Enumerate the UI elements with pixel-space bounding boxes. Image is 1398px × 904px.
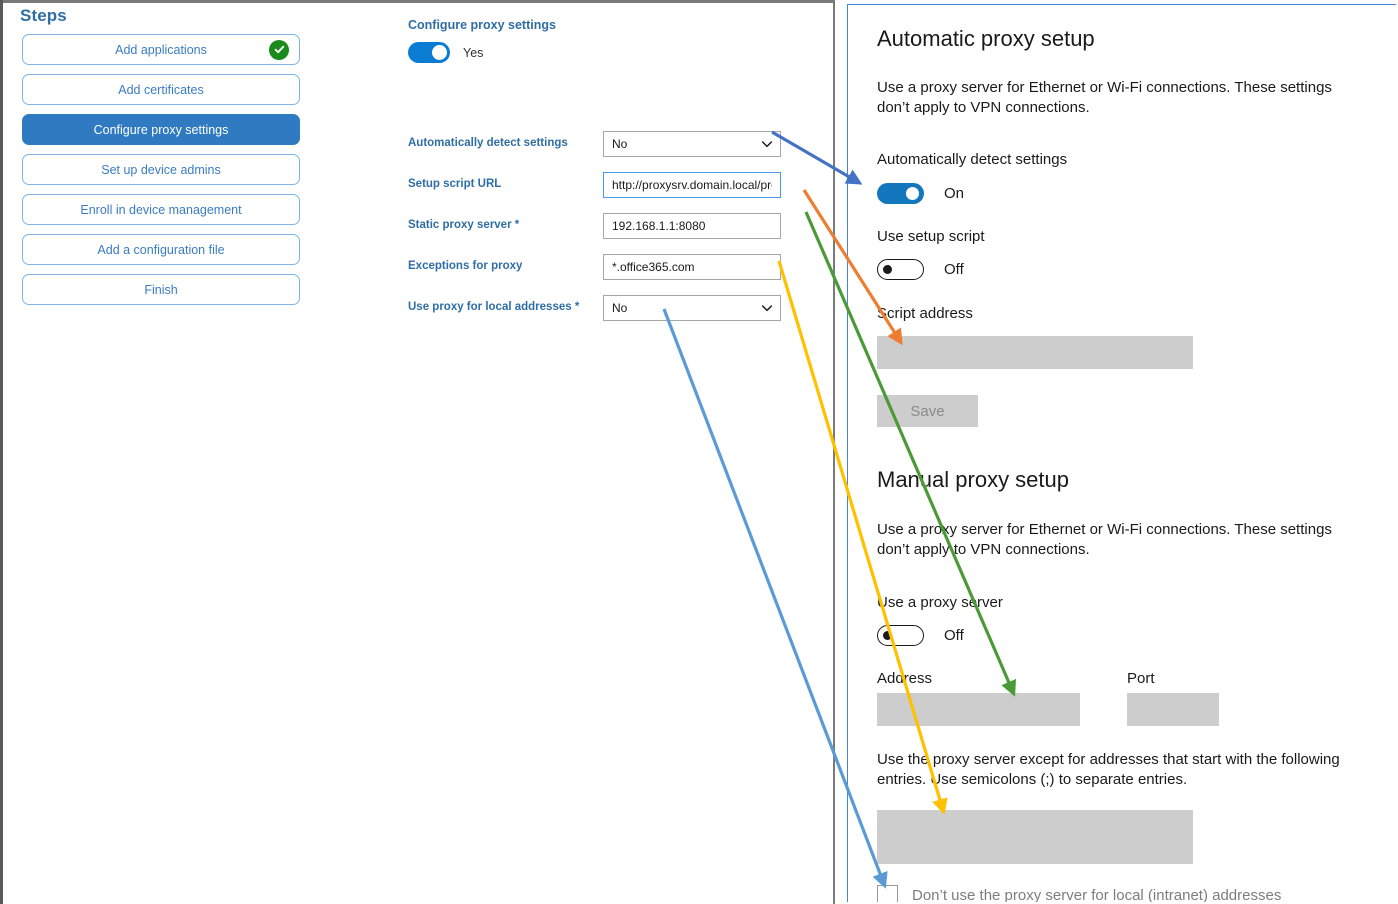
automatically-detect-settings-toggle-row: On — [877, 183, 964, 204]
address-label: Address — [877, 670, 933, 687]
script-address-input[interactable] — [877, 336, 1193, 369]
toggle-knob — [883, 265, 892, 274]
windows-proxy-settings-panel: Automatic proxy setup Use a proxy server… — [847, 4, 1396, 902]
select-value: No — [612, 301, 628, 315]
proxy-form-panel: Configure proxy settings Yes Automatical… — [408, 18, 818, 321]
field-label: Static proxy server * — [408, 219, 520, 232]
configure-proxy-toggle-row: Yes — [408, 42, 818, 63]
automatic-proxy-setup-heading: Automatic proxy setup — [877, 26, 1095, 51]
configure-proxy-toggle-label: Yes — [463, 45, 484, 60]
use-setup-script-label: Use setup script — [877, 228, 985, 245]
field-label: Use proxy for local addresses * — [408, 301, 580, 314]
use-a-proxy-server-label: Use a proxy server — [877, 594, 1003, 611]
port-input[interactable] — [1127, 693, 1219, 726]
steps-title: Steps — [20, 6, 67, 25]
exceptions-for-proxy-input[interactable]: *.office365.com — [603, 254, 781, 280]
form-heading: Configure proxy settings — [408, 18, 556, 32]
select-value: No — [612, 137, 628, 151]
sidebar-item-label: Enroll in device management — [80, 202, 242, 217]
checkbox-icon[interactable] — [877, 885, 898, 902]
manual-proxy-setup-description: Use a proxy server for Ethernet or Wi-Fi… — [877, 521, 1332, 559]
sidebar-item-finish[interactable]: Finish — [22, 274, 300, 305]
configure-proxy-toggle[interactable] — [408, 42, 450, 63]
use-a-proxy-server-state: Off — [944, 627, 964, 644]
input-value: http://proxysrv.domain.local/proxy.pa — [612, 178, 772, 192]
sidebar-item-add-certificates[interactable]: Add certificates — [22, 74, 300, 105]
sidebar-item-configure-proxy-settings[interactable]: Configure proxy settings — [22, 114, 300, 145]
field-label: Exceptions for proxy — [408, 260, 523, 273]
field-exceptions-for-proxy: Exceptions for proxy *.office365.com — [408, 254, 818, 280]
automatically-detect-settings-select[interactable]: No — [603, 131, 781, 157]
chevron-down-icon — [761, 138, 773, 150]
static-proxy-server-input[interactable]: 192.168.1.1:8080 — [603, 213, 781, 239]
automatic-proxy-setup-description: Use a proxy server for Ethernet or Wi-Fi… — [877, 79, 1332, 117]
required-asterisk: * — [571, 301, 580, 314]
toggle-knob — [883, 631, 892, 640]
field-label: Setup script URL — [408, 178, 502, 191]
use-a-proxy-server-toggle[interactable] — [877, 625, 924, 646]
required-asterisk: * — [511, 219, 520, 232]
use-setup-script-state: Off — [944, 261, 964, 278]
bypass-local-addresses-row: Don’t use the proxy server for local (in… — [877, 885, 1281, 902]
automatically-detect-settings-toggle[interactable] — [877, 183, 924, 204]
use-proxy-for-local-addresses-select[interactable]: No — [603, 295, 781, 321]
save-button[interactable]: Save — [877, 395, 978, 427]
toggle-knob — [906, 187, 919, 200]
exceptions-input[interactable] — [877, 810, 1193, 864]
address-input[interactable] — [877, 693, 1080, 726]
setup-script-url-input[interactable]: http://proxysrv.domain.local/proxy.pa — [603, 172, 781, 198]
steps-panel: Steps Add applications Add certificates … — [12, 6, 317, 314]
bypass-local-addresses-label: Don’t use the proxy server for local (in… — [912, 887, 1282, 902]
field-static-proxy-server: Static proxy server * 192.168.1.1:8080 — [408, 213, 818, 239]
use-setup-script-toggle[interactable] — [877, 259, 924, 280]
sidebar-item-label: Add certificates — [118, 82, 204, 97]
port-label: Port — [1127, 670, 1155, 687]
sidebar-item-label: Add applications — [115, 42, 207, 57]
sidebar-item-label: Add a configuration file — [97, 242, 225, 257]
sidebar-item-add-applications[interactable]: Add applications — [22, 34, 300, 65]
sidebar-item-label: Configure proxy settings — [93, 122, 229, 137]
script-address-label: Script address — [877, 305, 973, 322]
chevron-down-icon — [761, 302, 773, 314]
sidebar-item-enroll-in-device-management[interactable]: Enroll in device management — [22, 194, 300, 225]
sidebar-item-add-a-configuration-file[interactable]: Add a configuration file — [22, 234, 300, 265]
use-setup-script-toggle-row: Off — [877, 259, 964, 280]
panel-divider — [833, 0, 835, 904]
sidebar-item-set-up-device-admins[interactable]: Set up device admins — [22, 154, 300, 185]
check-circle-icon — [269, 39, 289, 60]
automatically-detect-settings-state: On — [944, 185, 965, 202]
field-automatically-detect-settings: Automatically detect settings No — [408, 131, 818, 157]
automatically-detect-settings-label: Automatically detect settings — [877, 151, 1068, 168]
input-value: 192.168.1.1:8080 — [612, 219, 706, 233]
input-value: *.office365.com — [612, 260, 695, 274]
field-label: Automatically detect settings — [408, 137, 568, 150]
field-use-proxy-for-local-addresses: Use proxy for local addresses * No — [408, 295, 818, 321]
sidebar-item-label: Set up device admins — [101, 162, 221, 177]
field-setup-script-url: Setup script URL http://proxysrv.domain.… — [408, 172, 818, 198]
sidebar-item-label: Finish — [144, 282, 178, 297]
exceptions-description: Use the proxy server except for addresse… — [877, 751, 1340, 789]
left-border — [0, 0, 3, 904]
manual-proxy-setup-heading: Manual proxy setup — [877, 467, 1069, 492]
toggle-knob — [432, 45, 447, 60]
top-border — [0, 0, 834, 3]
use-a-proxy-server-toggle-row: Off — [877, 625, 964, 646]
